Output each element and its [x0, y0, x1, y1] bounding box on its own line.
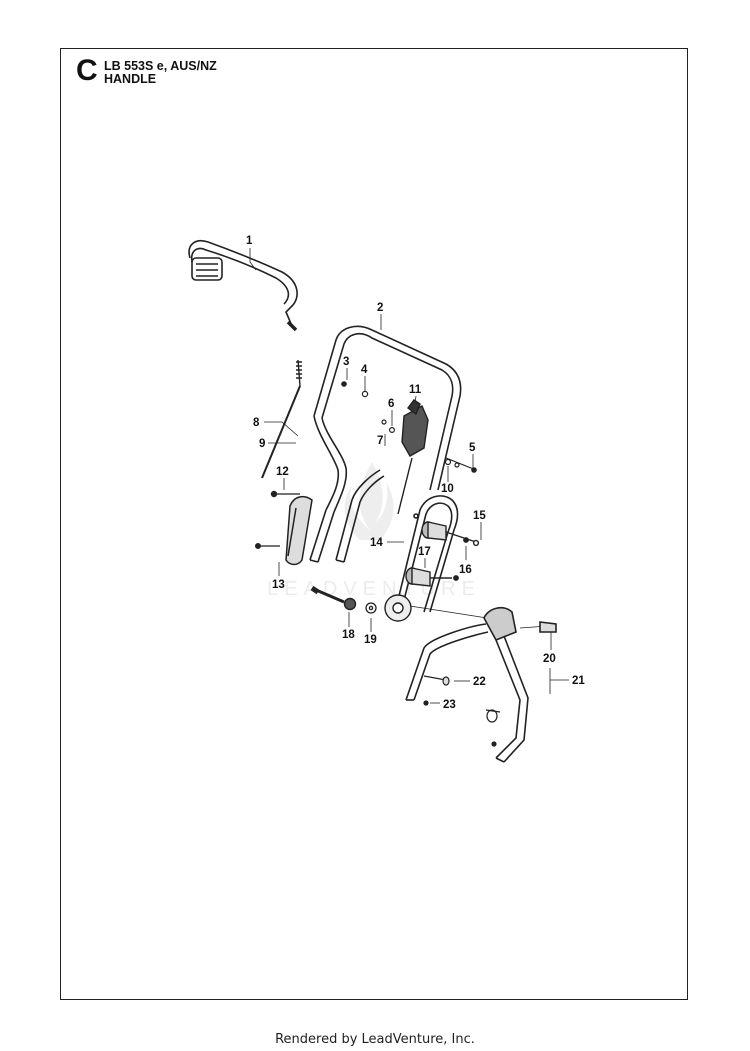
- callout-18: 18: [342, 629, 355, 641]
- callout-19: 19: [364, 634, 377, 646]
- callout-8: 8: [253, 417, 260, 429]
- part-17-spacer-rollers: [405, 521, 480, 587]
- part-21-handle-base: [405, 606, 557, 763]
- callout-1: 1: [246, 235, 253, 247]
- part-22-washer: [423, 675, 501, 723]
- callout-20: 20: [543, 653, 556, 665]
- callout-23: 23: [443, 699, 456, 711]
- callout-14: 14: [370, 537, 383, 549]
- callout-5: 5: [469, 442, 476, 454]
- watermark-text: LEADVENTURE: [267, 578, 481, 600]
- diagram-frame: [60, 48, 688, 1000]
- part-19-washer: [365, 602, 377, 614]
- callout-9: 9: [259, 438, 265, 450]
- callout-7: 7: [377, 435, 383, 447]
- model-name: LB 553S e, AUS/NZ: [104, 59, 217, 73]
- callout-11: 11: [409, 384, 422, 396]
- section-letter: C: [76, 54, 98, 87]
- callout-6: 6: [388, 398, 394, 410]
- section-title: HANDLE: [104, 72, 157, 86]
- part-hardware-screws: [255, 381, 477, 549]
- part-18-knob: [310, 585, 357, 611]
- callout-2: 2: [377, 302, 383, 314]
- watermark-logo: [344, 462, 394, 540]
- footer-credit: Rendered by LeadVenture, Inc.: [275, 1032, 475, 1047]
- part-13-handle-bracket: [285, 495, 313, 566]
- part-14-lower-frame: [397, 495, 459, 613]
- callout-17: 17: [418, 546, 431, 558]
- part-11-throttle-control: [397, 399, 429, 515]
- part-2-upper-handle: [313, 325, 462, 513]
- callout-15: 15: [473, 510, 486, 522]
- leader-lines: [249, 248, 569, 704]
- part-1-bail-cable: [188, 240, 298, 332]
- part-8-control-cable: [261, 359, 302, 479]
- callout-21: 21: [572, 675, 585, 687]
- callout-4: 4: [361, 364, 368, 376]
- callout-22: 22: [473, 676, 486, 688]
- callout-3: 3: [343, 356, 349, 368]
- callout-16: 16: [459, 564, 472, 576]
- part-23-nut: [423, 700, 497, 747]
- callout-13: 13: [272, 579, 285, 591]
- callout-10: 10: [441, 483, 454, 495]
- callout-12: 12: [276, 466, 289, 478]
- part-9-lower-handle: [309, 469, 385, 563]
